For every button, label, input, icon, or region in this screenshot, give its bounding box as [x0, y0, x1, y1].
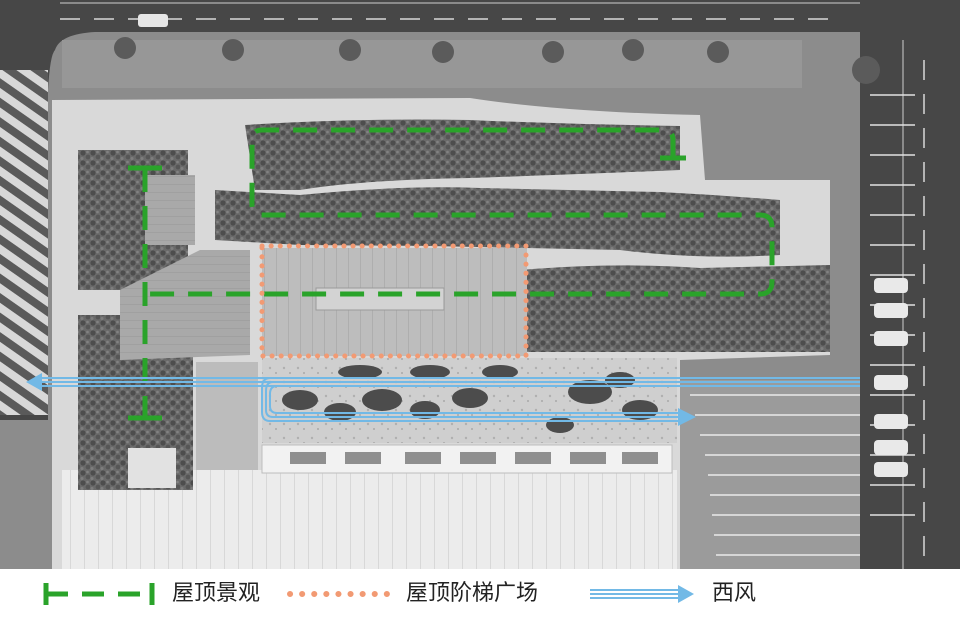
rooftop-equipment — [128, 448, 176, 488]
facade-windows — [290, 452, 658, 464]
rooftop-landscape-route — [142, 127, 775, 418]
west-wind-arrowhead-left — [26, 373, 42, 391]
legend-label-stair-plaza: 屋顶阶梯广场 — [406, 581, 539, 606]
facade-west — [196, 362, 258, 470]
stair-skylight — [315, 287, 445, 311]
pebble-garden-plant-islands — [282, 365, 658, 433]
east-planting-block — [520, 265, 830, 352]
left-crossing — [0, 70, 48, 415]
aerial-site-plan — [0, 0, 960, 569]
parked-cars — [874, 278, 908, 477]
left-deck-north — [145, 175, 195, 245]
car — [138, 14, 168, 27]
left-deck — [120, 250, 250, 360]
west-wind-flow — [40, 377, 860, 422]
legend: 屋顶景观 屋顶阶梯广场 西风 — [0, 569, 960, 619]
legend-swatch-dashed-green — [43, 583, 155, 605]
legend-label-west-wind: 西风 — [712, 581, 757, 606]
rooftop-landscape-route-endcaps — [128, 155, 686, 421]
legend-label-rooftop-landscape: 屋顶景观 — [172, 581, 261, 606]
top-planting-band — [245, 119, 680, 190]
top-plaza — [62, 40, 802, 88]
middle-planting-band — [215, 187, 780, 257]
west-wind-arrowhead-right — [678, 408, 696, 426]
tree-planters — [114, 37, 880, 84]
legend-swatch-dotted-orange — [287, 591, 397, 597]
garden-steps — [690, 394, 860, 556]
legend-swatch-blue-arrow — [590, 585, 694, 603]
stair-plaza-boundary — [259, 243, 529, 359]
top-road — [60, 2, 860, 27]
